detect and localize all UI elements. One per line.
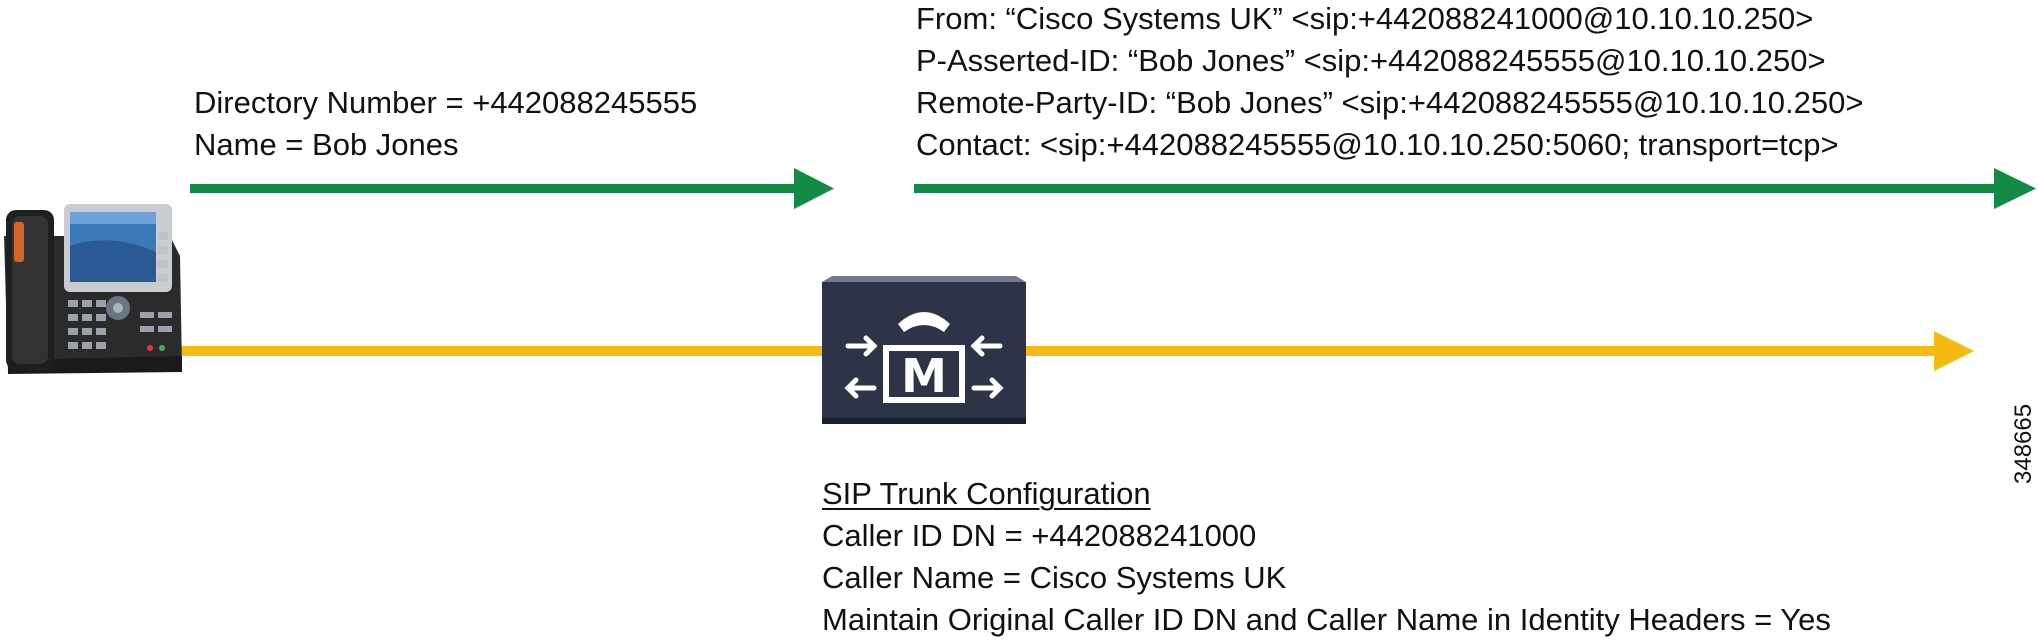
from-header: From: “Cisco Systems UK” <sip:+442088241… xyxy=(916,1,1814,36)
trunk-config-heading: SIP Trunk Configuration xyxy=(822,476,1151,511)
phone-identity-label: Directory Number = +442088245555 Name = … xyxy=(194,82,697,166)
ip-phone-icon xyxy=(4,204,182,374)
directory-number-text: Directory Number = +442088245555 xyxy=(194,85,698,120)
sip-trunk-configuration: SIP Trunk Configuration Caller ID DN = +… xyxy=(822,473,1831,641)
signaling-arrow-left xyxy=(190,168,834,209)
call-manager-icon: M xyxy=(822,276,1026,424)
maintain-original-text: Maintain Original Caller ID DN and Calle… xyxy=(822,602,1831,637)
p-asserted-id-header: P-Asserted-ID: “Bob Jones” <sip:+4420882… xyxy=(916,43,1826,78)
sip-identity-headers: From: “Cisco Systems UK” <sip:+442088241… xyxy=(916,0,1863,166)
media-arrow xyxy=(180,331,1974,371)
figure-id: 348665 xyxy=(2010,403,2037,484)
contact-header: Contact: <sip:+442088245555@10.10.10.250… xyxy=(916,127,1839,162)
name-text: Name = Bob Jones xyxy=(194,127,459,162)
signaling-arrow-right xyxy=(914,168,2036,209)
svg-text:M: M xyxy=(901,349,947,403)
caller-name-text: Caller Name = Cisco Systems UK xyxy=(822,560,1287,595)
remote-party-id-header: Remote-Party-ID: “Bob Jones” <sip:+44208… xyxy=(916,85,1864,120)
caller-id-dn-text: Caller ID DN = +442088241000 xyxy=(822,518,1257,553)
